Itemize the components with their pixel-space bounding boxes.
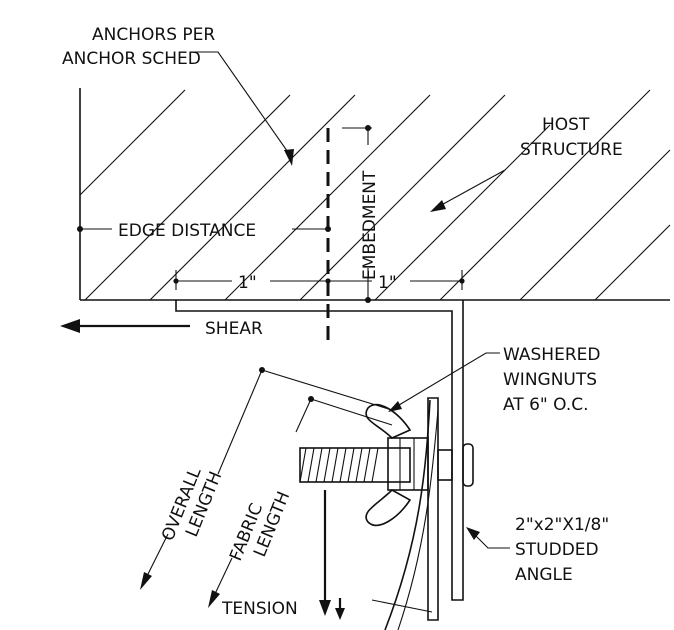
wing-nut-lower-wing	[365, 489, 412, 527]
dim-right-label: 1"	[378, 273, 397, 293]
host-label-line2: STRUCTURE	[520, 140, 623, 160]
fabric-length-dimension: FABRIC LENGTH	[208, 396, 393, 608]
tension-group: TENSION	[221, 490, 345, 620]
tension-label: TENSION	[221, 599, 298, 619]
bolt-threaded-shank	[299, 447, 411, 483]
stud-head	[462, 443, 474, 487]
washered-label-group: WASHERED WINGNUTS AT 6" O.C.	[388, 345, 600, 415]
anchors-label-group: ANCHORS PER ANCHOR SCHED	[62, 25, 294, 166]
one-inch-dimensions: 1" 1"	[173, 270, 465, 293]
embedment-dimension: EMBEDMENT	[342, 125, 380, 303]
fabric-edge-inner	[397, 409, 439, 630]
shear-group: SHEAR	[60, 319, 263, 339]
anchors-leader	[193, 51, 293, 159]
dim-left-label: 1"	[238, 273, 257, 293]
wing-nut	[365, 403, 429, 527]
wing-nut-body	[387, 437, 429, 491]
washer-plate	[427, 397, 439, 621]
fabric-cut-line	[371, 599, 433, 613]
host-leader	[435, 169, 506, 209]
angle-leader-arrowhead	[466, 527, 480, 540]
anchors-label-line2: ANCHOR SCHED	[62, 49, 201, 69]
angle-label-line1: 2"x2"X1/8"	[515, 515, 609, 535]
host-label-line1: HOST	[542, 115, 590, 135]
fabric	[371, 399, 439, 630]
anchors-leader-arrowhead	[284, 149, 294, 166]
shear-label: SHEAR	[205, 319, 263, 339]
washered-leader	[393, 352, 500, 409]
wing-nut-upper-wing	[365, 403, 412, 439]
studded-angle	[175, 300, 464, 601]
bolt-threads	[299, 447, 379, 483]
embedment-label: EMBEDMENT	[360, 170, 380, 280]
angle-label-group: 2"x2"X1/8" STUDDED ANGLE	[466, 515, 609, 585]
anchors-label-line1: ANCHORS PER	[92, 25, 215, 45]
angle-label-line2: STUDDED	[515, 540, 599, 560]
washered-label-line2: WINGNUTS	[503, 370, 597, 390]
shear-arrowhead	[60, 319, 80, 333]
host-leader-arrowhead	[430, 200, 446, 212]
host-label-group: HOST STRUCTURE	[430, 115, 623, 212]
angle-leader	[474, 534, 510, 549]
tension-arrowhead	[319, 600, 331, 616]
edge-distance-label: EDGE DISTANCE	[118, 221, 256, 241]
washered-label-line1: WASHERED	[503, 345, 600, 365]
stud-bolt	[299, 443, 474, 487]
edge-distance-dimension: EDGE DISTANCE	[77, 221, 331, 241]
angle-label-line3: ANGLE	[515, 565, 573, 585]
washered-leader-arrowhead	[388, 401, 402, 412]
fabric-edge-outer	[384, 399, 431, 630]
washered-label-line3: AT 6" O.C.	[503, 395, 589, 415]
bolt-shoulder	[437, 449, 453, 481]
